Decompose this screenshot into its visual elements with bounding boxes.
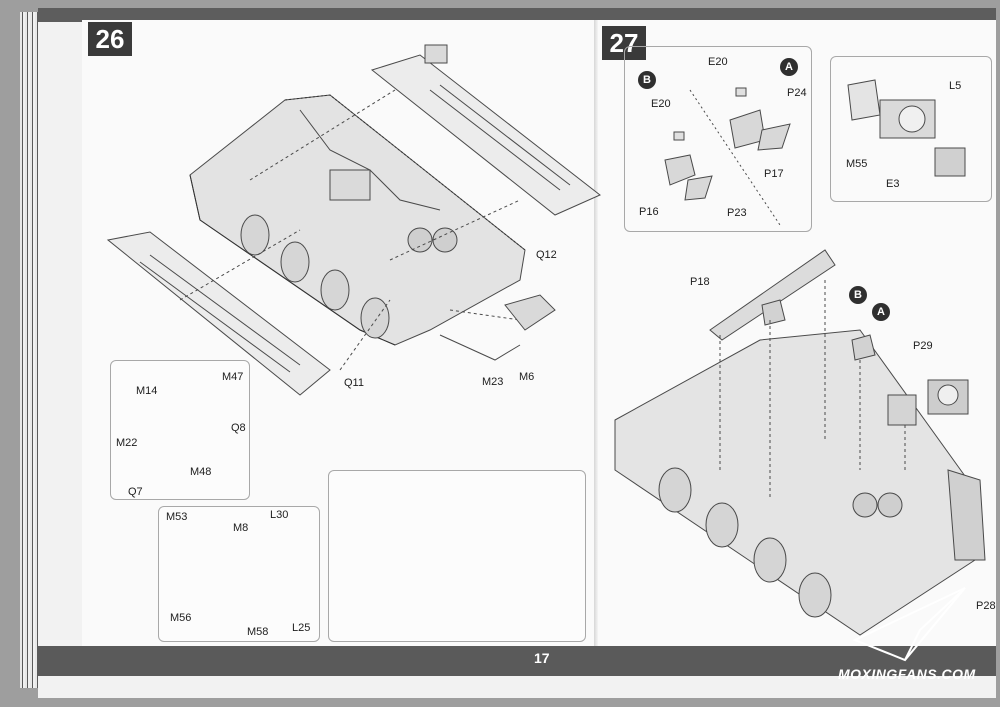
step26-hull-drawing [189,94,526,346]
part-label: P29 [913,340,933,352]
inset-b-drawing [664,89,781,226]
step27-guides [719,280,906,500]
marker-b: B [849,286,867,304]
step-26-badge: 26 [88,22,132,56]
part-label: Q11 [344,377,364,389]
part-label: Q12 [536,249,557,261]
part-label: M8 [233,522,249,534]
marker-a: A [780,58,798,76]
part-label: E3 [886,178,900,190]
part-label: M53 [166,511,188,523]
step27-hull-drawing [614,249,986,636]
part-label: P17 [764,168,784,180]
part-label: M55 [846,158,868,170]
watermark-logo [852,587,966,662]
part-label: M23 [482,376,504,388]
marker-b: B [638,71,656,89]
part-label: L30 [270,509,289,521]
step-27-badge: 27 [602,26,646,60]
inset-panel-1 [110,360,250,500]
bottom-band [38,646,996,676]
part-label: M48 [190,466,212,478]
part-label: M6 [519,371,535,383]
page-gutter [594,20,598,650]
part-label: M22 [116,437,138,449]
part-label: P16 [639,206,659,218]
part-label: M58 [247,626,269,638]
inset-a-drawing [729,87,791,151]
part-label: M56 [170,612,192,624]
part-label: P28 [976,600,996,612]
part-label: P18 [690,276,710,288]
part-label: Q7 [128,486,143,498]
inset-c-drawing [847,79,966,177]
marker-a: A [872,303,890,321]
step26-fender-top [370,44,601,216]
inset-panel-2 [158,506,320,642]
part-label: E20 [708,56,728,68]
part-label: L25 [292,622,311,634]
page-number: 17 [534,650,550,666]
part-label: P24 [787,87,807,99]
part-label: Q8 [231,422,246,434]
inset-panel-ab [624,46,812,232]
part-label: M47 [222,371,244,383]
rear-view-panel [328,470,586,642]
part-label: L5 [949,80,962,92]
part-label: E20 [651,98,671,110]
part-label: P23 [727,207,747,219]
inset-panel-c [830,56,992,202]
step26-fender-bottom [106,231,331,396]
part-label: M14 [136,385,158,397]
watermark-text: MOXINGFANS.COM [838,666,976,682]
top-band [38,8,996,22]
